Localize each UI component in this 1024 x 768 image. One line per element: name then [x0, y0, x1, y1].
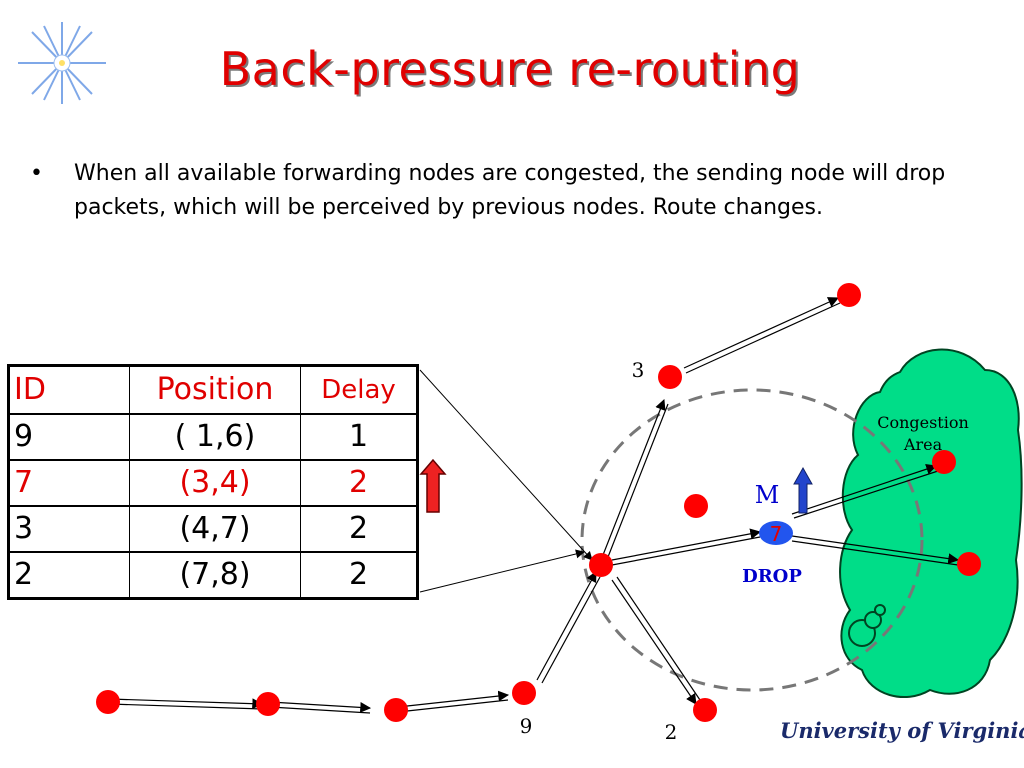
node-label: 9 [520, 714, 533, 738]
cell-delay: 1 [300, 413, 418, 461]
header-id: ID [8, 365, 130, 415]
routing-table: ID Position Delay 9 ( 1,6) 1 7 (3,4) 2 3… [7, 364, 419, 600]
university-logo: University of Virginia [780, 718, 1024, 743]
node-m [759, 521, 793, 545]
node-label: 2 [665, 720, 678, 744]
table-row: 3 (4,7) 2 [8, 505, 418, 553]
node [256, 692, 280, 716]
node-m-id: 7 [770, 522, 783, 546]
drop-label: DROP [742, 566, 802, 587]
congestion-label: Congestion [877, 413, 969, 432]
node [96, 690, 120, 714]
cell-position: (7,8) [129, 551, 301, 599]
m-label: M [755, 481, 780, 509]
cell-delay: 2 [300, 459, 418, 507]
cell-id: 9 [8, 413, 130, 461]
link-arrows [109, 297, 960, 714]
node-9 [512, 681, 536, 705]
node-3 [658, 365, 682, 389]
range-circle [580, 388, 924, 692]
table-row-highlighted: 7 (3,4) 2 [8, 459, 418, 507]
cell-delay: 2 [300, 551, 418, 599]
congestion-label: Area [903, 435, 943, 454]
bullet-text: When all available forwarding nodes are … [74, 161, 946, 220]
network-nodes [96, 283, 981, 722]
node-label: 3 [632, 358, 645, 382]
table-row: 2 (7,8) 2 [8, 551, 418, 599]
cell-position: (4,7) [129, 505, 301, 553]
node-center [589, 553, 613, 577]
node-2 [693, 698, 717, 722]
table-header-row: ID Position Delay [8, 365, 418, 415]
node [684, 494, 708, 518]
table-pointer-lines [419, 369, 593, 593]
node [932, 450, 956, 474]
header-position: Position [129, 365, 301, 415]
node [837, 283, 861, 307]
thought-bubble-icon [848, 604, 886, 647]
node [957, 552, 981, 576]
cell-position: ( 1,6) [129, 413, 301, 461]
bullet-marker: • [30, 161, 43, 186]
up-arrow-icon [419, 458, 447, 513]
star-burst-icon [18, 22, 106, 104]
slide-title: Back-pressure re-routing [219, 42, 801, 96]
table-row: 9 ( 1,6) 1 [8, 413, 418, 461]
up-arrow-icon [793, 466, 813, 514]
header-delay: Delay [300, 365, 418, 415]
cell-position: (3,4) [129, 459, 301, 507]
node [384, 698, 408, 722]
